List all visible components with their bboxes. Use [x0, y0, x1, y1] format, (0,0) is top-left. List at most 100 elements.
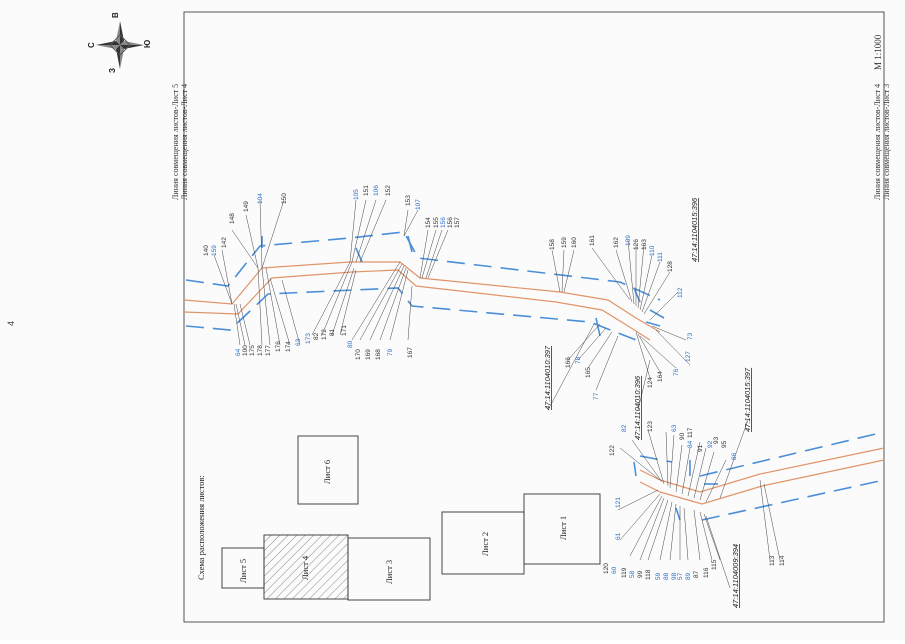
point-label: 120 [603, 563, 610, 574]
point-label: 160 [571, 237, 578, 248]
point-label: 73 [687, 332, 694, 340]
parcel-number: 47:14:1104015:397 [743, 367, 752, 432]
point-label: 178 [257, 345, 264, 356]
compass-rose: З В С Ю [87, 12, 152, 73]
point-label: 82 [621, 424, 628, 432]
point-label: 126 [633, 239, 640, 250]
point-label: 164 [657, 371, 664, 382]
point-label: 161 [589, 235, 596, 246]
point-label: 110 [649, 245, 656, 256]
point-label: 169 [365, 349, 372, 360]
point-label: 158 [549, 239, 556, 250]
parcel-number: 47:14:1104010:396 [633, 375, 642, 440]
point-label: 156 [440, 217, 447, 228]
point-label: 123 [647, 421, 654, 432]
sheet-scheme: Схема расположения листов: Лист 1 Лист 2… [196, 435, 601, 601]
point-label: 122 [609, 445, 616, 456]
sheet-6-box [297, 435, 359, 505]
point-label: 91 [697, 444, 704, 452]
point-label: 150 [281, 193, 288, 204]
sheet-5-box [221, 547, 265, 589]
page-number: 4 [6, 321, 16, 326]
sheet-1-label: Лист 1 [558, 516, 568, 540]
point-labels: 140 159 142 148 149 104 150 64 100 175 1… [203, 185, 786, 580]
point-label: 112 [677, 287, 684, 298]
point-label: 61 [615, 532, 622, 540]
scale-label: М 1:1000 [873, 34, 883, 70]
compass-west: З [108, 68, 117, 73]
point-label: 162 [613, 237, 620, 248]
point-label: 148 [229, 213, 236, 224]
point-label: 127 [685, 351, 692, 362]
point-label: 63 [295, 338, 302, 346]
sheet-3-label: Лист 3 [384, 560, 394, 584]
point-label: 165 [585, 367, 592, 378]
point-label: 59 [655, 572, 662, 580]
point-label: 173 [305, 333, 312, 344]
point-label: 168 [375, 349, 382, 360]
point-label: 95 [721, 440, 728, 448]
point-label: 81 [329, 328, 336, 336]
point-label: 113 [769, 555, 776, 566]
sheet-6-label: Лист 6 [322, 460, 332, 484]
point-label: 177 [265, 345, 272, 356]
road-centerline [183, 261, 885, 505]
match-line-bottom-b: Линия совмещения листов-Лист 3 [882, 84, 891, 200]
parcel-ticks [261, 235, 718, 521]
point-label: 119 [621, 567, 628, 578]
point-label: 167 [407, 347, 414, 358]
point-label: 58 [629, 570, 636, 578]
match-line-top-a: Линия совмещения листов-Лист 5 [171, 84, 180, 200]
sheet-2-box [441, 511, 525, 575]
point-label: 80 [347, 340, 354, 348]
point-label: 124 [647, 377, 654, 388]
point-label: 151 [363, 185, 370, 196]
point-label: 176 [275, 341, 282, 352]
point-label: 87 [693, 570, 700, 578]
compass-north: С [87, 42, 96, 48]
point-label: 100 [242, 345, 249, 356]
point-label: 86 [731, 452, 738, 460]
point-label: 93 [713, 436, 720, 444]
point-label: 104 [257, 193, 264, 204]
point-label: 82 [313, 332, 320, 340]
sheet-frame [183, 11, 885, 623]
point-label: 57 [677, 572, 684, 580]
parcel-number: 47:14:1104010:397 [543, 345, 552, 410]
point-label: 140 [203, 245, 210, 256]
point-label: 99 [637, 570, 644, 578]
point-label: 107 [415, 199, 422, 210]
point-label: 106 [373, 185, 380, 196]
sheet-4-label: Лист 4 [300, 555, 310, 580]
point-label: 114 [779, 555, 786, 566]
point-label: 63 [671, 424, 678, 432]
point-label: 117 [687, 427, 694, 438]
point-label: 90 [679, 432, 686, 440]
point-label: 77 [593, 392, 600, 400]
point-label: 159 [561, 237, 568, 248]
point-label: 174 [285, 341, 292, 352]
point-label: 121 [615, 497, 622, 508]
point-label: 89 [685, 572, 692, 580]
point-label: 98 [671, 572, 678, 580]
point-label: 115 [711, 559, 718, 570]
sheet-scheme-title: Схема расположения листов: [196, 475, 206, 580]
point-label: 116 [703, 567, 710, 578]
sheet-2-label: Лист 2 [480, 532, 490, 556]
parcel-number: 47:14:1104015:396 [690, 197, 699, 262]
match-line-bottom-a: Линия совмещения листов-Лист 4 [873, 84, 882, 200]
point-label: 76 [673, 368, 680, 376]
point-label: 175 [249, 345, 256, 356]
leader-lines [213, 199, 781, 589]
compass-east: В [111, 12, 120, 18]
point-label: 88 [663, 572, 670, 580]
point-label: 171 [341, 325, 348, 336]
point-label: 155 [433, 217, 440, 228]
point-label: 79 [387, 348, 394, 356]
point-label: 78 [575, 356, 582, 364]
point-label: 92 [707, 440, 714, 448]
point-label: 105 [353, 189, 360, 200]
point-label: 109 [625, 235, 632, 246]
